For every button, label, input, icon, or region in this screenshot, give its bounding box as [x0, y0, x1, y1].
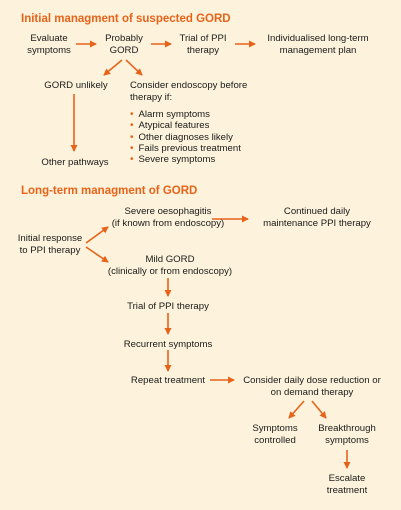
node-gord-unlikely: GORD unlikely	[44, 80, 108, 91]
list-item: •Fails previous treatment	[130, 142, 241, 154]
node-dose-reduction: Consider daily dose reduction or on dema…	[243, 375, 381, 398]
node-other-pathways: Other pathways	[41, 157, 109, 168]
arrow-reduction-to-controlled	[288, 400, 305, 419]
section2-title: Long-term managment of GORD	[21, 185, 198, 197]
node-repeat-treatment: Repeat treatment	[130, 375, 206, 386]
node-probably-gord: Probably GORD	[105, 33, 143, 56]
node-symptoms-controlled: Symptoms controlled	[252, 423, 298, 446]
node-trial-ppi-therapy-2: Trial of PPI therapy	[127, 301, 209, 312]
node-breakthrough-symptoms: Breakthrough symptoms	[318, 423, 376, 446]
arrow-initial-to-severe	[85, 226, 109, 244]
list-item: •Other diagnoses likely	[130, 131, 233, 143]
node-severe-oesophagitis: Severe oesophagitis (if known from endos…	[111, 206, 225, 229]
node-trial-ppi-therapy: Trial of PPI therapy	[179, 33, 227, 56]
list-item: •Alarm symptoms	[130, 109, 210, 120]
node-initial-response: Initial response to PPI therapy	[17, 233, 83, 256]
node-escalate-treatment: Escalate treatment	[326, 473, 368, 496]
list-item: •Atypical features	[130, 120, 210, 132]
node-continued-maintenance: Continued daily maintenance PPI therapy	[263, 206, 371, 229]
node-consider-endoscopy: Consider endoscopy before therapy if:	[130, 80, 248, 103]
node-individualised-plan: Individualised long-term management plan	[267, 33, 369, 56]
node-mild-gord: Mild GORD (clinically or from endoscopy)	[107, 254, 233, 277]
node-recurrent-symptoms: Recurrent symptoms	[123, 339, 213, 350]
endoscopy-criteria-list: •Alarm symptoms •Atypical features •Othe…	[130, 109, 241, 165]
arrow-initial-to-mild	[85, 246, 109, 263]
section1-title: Initial managment of suspected GORD	[21, 13, 231, 25]
arrow-probably-to-unlikely	[103, 59, 123, 76]
node-evaluate-symptoms: Evaluate symptoms	[27, 33, 71, 56]
arrow-reduction-to-breakthrough	[311, 400, 327, 419]
arrow-probably-to-consider	[125, 59, 143, 76]
list-item: •Severe symptoms	[130, 154, 216, 166]
